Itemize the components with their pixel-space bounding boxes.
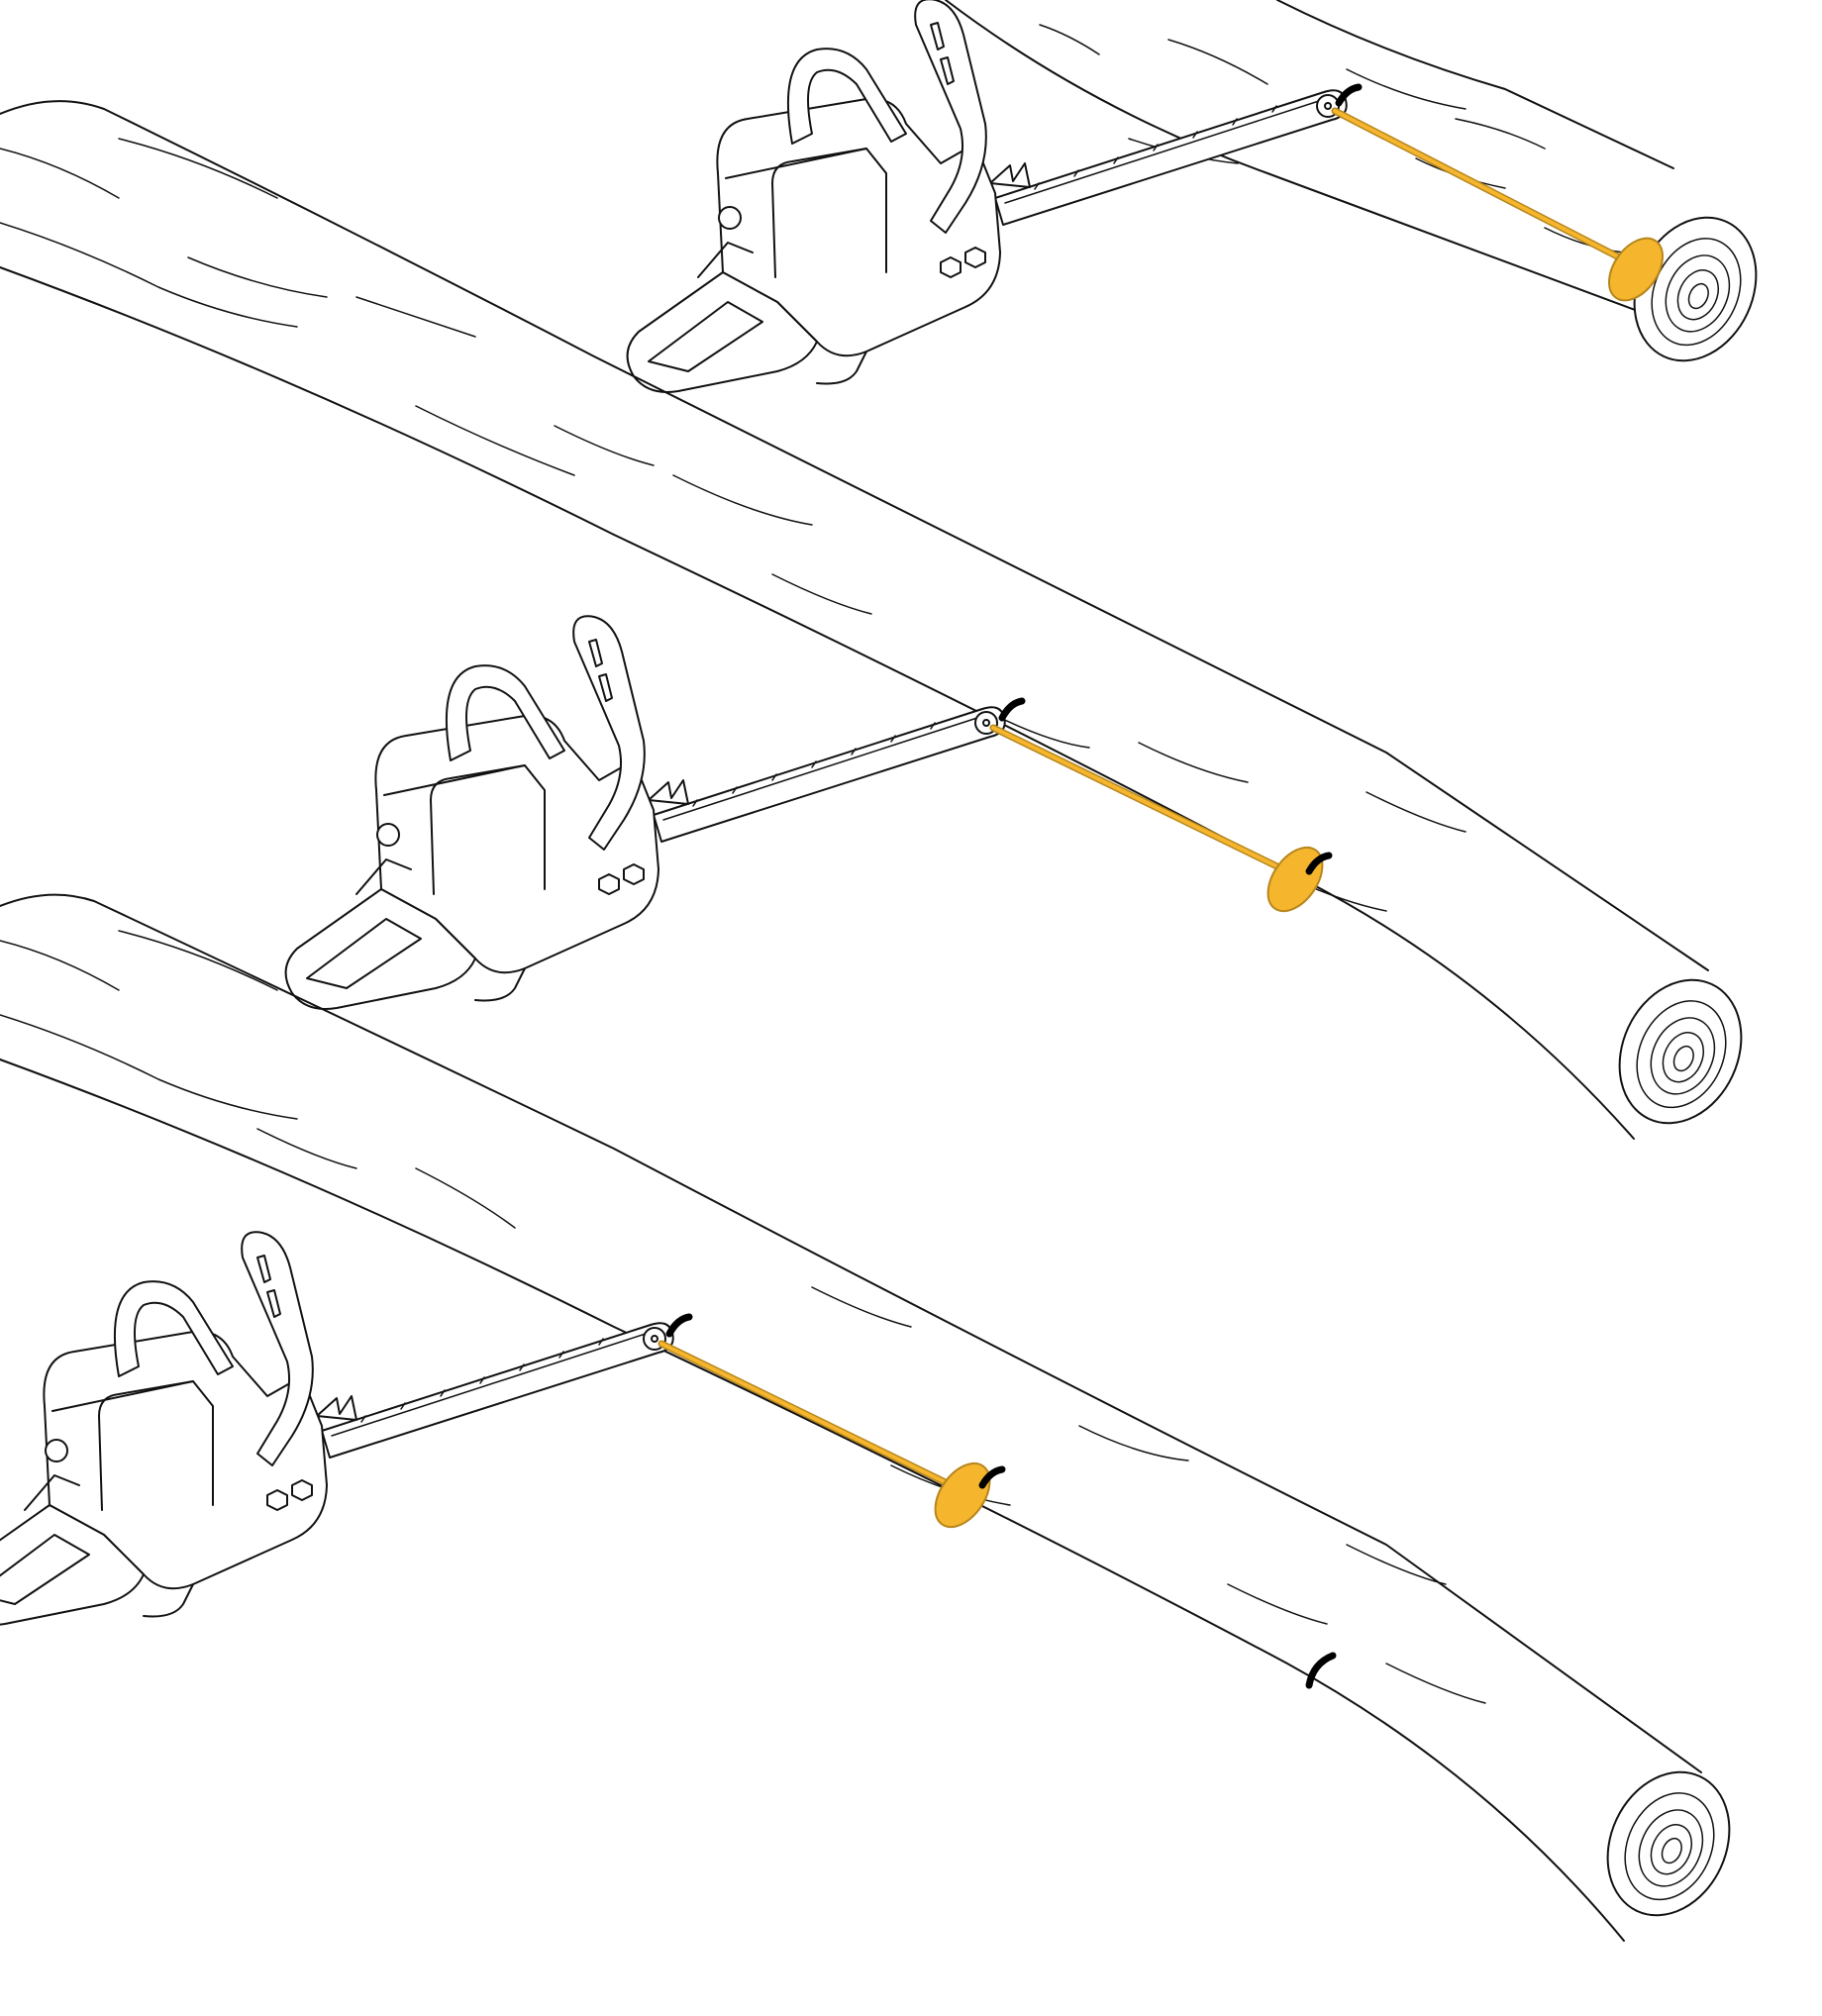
measuring-tape-icon [1331, 107, 1664, 302]
cut-mark-icon [1335, 83, 1363, 107]
cut-mark-icon [1305, 1652, 1337, 1689]
panel-3 [0, 893, 1754, 1949]
measuring-tape-icon [658, 1340, 991, 1529]
panel-2 [0, 100, 1766, 1157]
cut-mark-icon [665, 1313, 693, 1338]
log-icon [945, 0, 1797, 382]
measuring-tape-icon [989, 724, 1324, 913]
cut-mark-icon [1305, 852, 1333, 875]
panel-1 [626, 0, 1797, 394]
log-icon [0, 893, 1754, 1949]
cut-mark-icon [978, 1465, 1006, 1489]
cut-mark-icon [998, 697, 1026, 722]
